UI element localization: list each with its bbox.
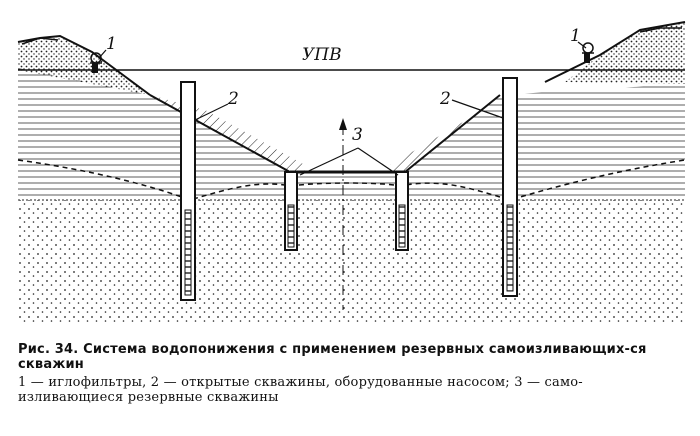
- callout-3: 3: [352, 125, 363, 145]
- callout-2-left: 2: [227, 89, 239, 109]
- wellpoint-right: [582, 42, 594, 63]
- dewatering-diagram: УПВ 1 1 2 2 3: [17, 21, 686, 325]
- groundwater-level-label: УПВ: [302, 45, 342, 65]
- left-embankment: [17, 34, 151, 96]
- callout-1-left: 1: [106, 34, 117, 54]
- right-embankment: [544, 21, 686, 84]
- leader-lines: [98, 41, 587, 176]
- figure-caption: Рис. 34. Система водопонижения с примене…: [18, 342, 686, 405]
- sand-layer: [18, 199, 685, 325]
- open-well-right: [502, 77, 518, 297]
- callout-2-right: 2: [439, 89, 451, 109]
- wellpoint-left: [90, 52, 102, 73]
- caption-legend: 1 — иглофильтры, 2 — открытые скважины, …: [18, 375, 583, 405]
- callout-1-right: 1: [570, 26, 581, 46]
- caption-title: Рис. 34. Система водопонижения с примене…: [18, 342, 647, 372]
- reserve-well-right: [395, 171, 409, 251]
- open-well-left: [180, 81, 196, 301]
- center-axis: [339, 118, 347, 310]
- depression-curve: [17, 159, 686, 201]
- reserve-well-left: [284, 171, 298, 251]
